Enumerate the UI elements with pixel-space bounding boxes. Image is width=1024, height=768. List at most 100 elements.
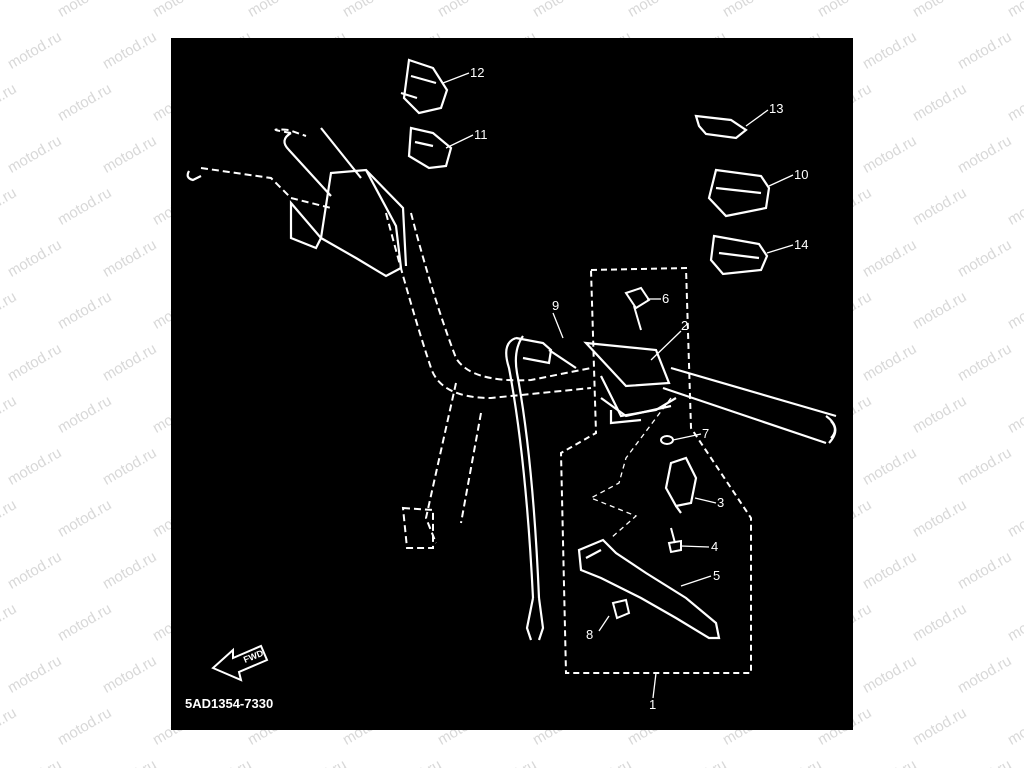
callout-4: 4 <box>711 539 718 554</box>
callout-13: 13 <box>769 101 783 116</box>
watermark-text: motod.ru <box>0 496 20 541</box>
watermark-text: motod.ru <box>4 236 65 281</box>
watermark-text: motod.ru <box>4 132 65 177</box>
clutch-lever <box>577 538 721 640</box>
watermark-text: motod.ru <box>859 652 920 697</box>
watermark-text: motod.ru <box>99 652 160 697</box>
watermark-text: motod.ru <box>54 704 115 749</box>
watermark-text: motod.ru <box>1004 392 1024 437</box>
watermark-text: motod.ru <box>859 340 920 385</box>
watermark-text: motod.ru <box>150 0 210 21</box>
watermark-text: motod.ru <box>859 132 920 177</box>
switch-14 <box>709 234 769 276</box>
watermark-text: motod.ru <box>909 80 970 125</box>
watermark-text: motod.ru <box>1004 288 1024 333</box>
watermark-text: motod.ru <box>55 0 115 21</box>
watermark-text: motod.ru <box>954 28 1015 73</box>
callout-12: 12 <box>470 65 484 80</box>
assembly-1-outline <box>559 266 752 674</box>
watermark-text: motod.ru <box>0 0 19 21</box>
lever-holder <box>583 341 677 425</box>
callout-6: 6 <box>662 291 669 306</box>
watermark-text: motod.ru <box>910 0 970 21</box>
fwd-arrow-icon: FWD <box>211 644 269 682</box>
watermark-text: motod.ru <box>909 600 970 645</box>
watermark-text: motod.ru <box>859 444 920 489</box>
watermark-text: motod.ru <box>859 236 920 281</box>
watermark-text: motod.ru <box>195 756 255 768</box>
watermark-text: motod.ru <box>54 80 115 125</box>
left-grip-assembly <box>186 127 408 278</box>
switch-13 <box>694 114 748 140</box>
watermark-text: motod.ru <box>0 288 20 333</box>
callout-7: 7 <box>702 426 709 441</box>
callout-14: 14 <box>794 237 808 252</box>
watermark-text: motod.ru <box>954 548 1015 593</box>
callout-10: 10 <box>794 167 808 182</box>
watermark-text: motod.ru <box>909 704 970 749</box>
handlebar <box>200 128 592 549</box>
watermark-text: motod.ru <box>1004 496 1024 541</box>
watermark-text: motod.ru <box>5 756 65 768</box>
watermark-text: motod.ru <box>860 756 920 768</box>
diagram-panel: 1 2 3 4 5 6 7 8 9 10 11 12 13 14 FWD 5AD… <box>171 38 853 730</box>
watermark-text: motod.ru <box>99 28 160 73</box>
callout-11: 11 <box>474 127 488 142</box>
watermark-text: motod.ru <box>859 28 920 73</box>
watermark-text: motod.ru <box>954 340 1015 385</box>
watermark-text: motod.ru <box>4 652 65 697</box>
watermark-text: motod.ru <box>0 704 20 749</box>
callout-1: 1 <box>649 697 656 712</box>
watermark-text: motod.ru <box>909 496 970 541</box>
watermark-text: motod.ru <box>290 756 350 768</box>
watermark-text: motod.ru <box>4 548 65 593</box>
callout-labels: 1 2 3 4 5 6 7 8 9 10 11 12 13 14 <box>470 65 808 712</box>
watermark-text: motod.ru <box>720 0 780 21</box>
callout-5: 5 <box>713 568 720 583</box>
watermark-text: motod.ru <box>100 756 160 768</box>
watermark-text: motod.ru <box>99 132 160 177</box>
watermark-text: motod.ru <box>955 756 1015 768</box>
switch-10 <box>707 168 771 218</box>
clutch-cable <box>505 335 577 641</box>
switch-12 <box>400 58 449 115</box>
watermark-text: motod.ru <box>385 756 445 768</box>
watermark-text: motod.ru <box>954 132 1015 177</box>
watermark-text: motod.ru <box>1005 0 1024 21</box>
callout-2: 2 <box>681 318 688 333</box>
watermark-text: motod.ru <box>954 236 1015 281</box>
watermark-text: motod.ru <box>1004 184 1024 229</box>
watermark-text: motod.ru <box>245 0 305 21</box>
watermark-text: motod.ru <box>435 0 495 21</box>
watermark-text: motod.ru <box>0 392 20 437</box>
watermark-text: motod.ru <box>54 184 115 229</box>
watermark-text: motod.ru <box>859 548 920 593</box>
watermark-text: motod.ru <box>954 652 1015 697</box>
watermark-text: motod.ru <box>99 236 160 281</box>
collar-3 <box>664 456 698 514</box>
bolt-4 <box>667 527 682 554</box>
watermark-text: motod.ru <box>909 184 970 229</box>
diagram-code: 5AD1354-7330 <box>185 696 273 711</box>
watermark-text: motod.ru <box>670 756 730 768</box>
watermark-text: motod.ru <box>0 600 20 645</box>
watermark-text: motod.ru <box>4 444 65 489</box>
watermark-text: motod.ru <box>909 392 970 437</box>
watermark-text: motod.ru <box>909 288 970 333</box>
watermark-text: motod.ru <box>1004 704 1024 749</box>
watermark-text: motod.ru <box>4 28 65 73</box>
exploded-parts-diagram: 1 2 3 4 5 6 7 8 9 10 11 12 13 14 FWD 5AD… <box>185 58 837 712</box>
right-grip <box>662 366 837 445</box>
watermark-text: motod.ru <box>954 444 1015 489</box>
watermark-text: motod.ru <box>625 0 685 21</box>
callout-8: 8 <box>586 627 593 642</box>
watermark-text: motod.ru <box>1004 600 1024 645</box>
watermark-text: motod.ru <box>54 496 115 541</box>
watermark-text: motod.ru <box>480 756 540 768</box>
watermark-text: motod.ru <box>54 288 115 333</box>
watermark-text: motod.ru <box>530 0 590 21</box>
watermark-text: motod.ru <box>575 756 635 768</box>
leader-lines <box>442 72 794 699</box>
watermark-text: motod.ru <box>99 340 160 385</box>
callout-9: 9 <box>552 298 559 313</box>
